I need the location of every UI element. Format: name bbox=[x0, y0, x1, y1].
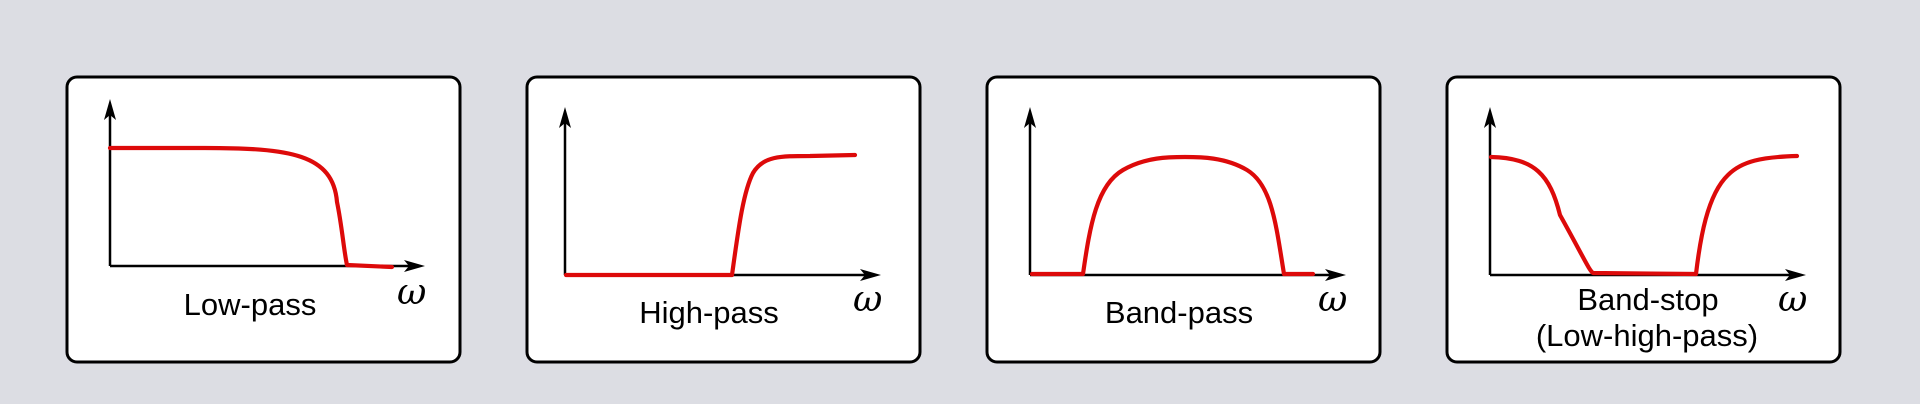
x-axis-arrowhead bbox=[860, 269, 881, 281]
response-curve bbox=[1488, 153, 1800, 277]
y-axis bbox=[1484, 107, 1496, 275]
panel-frame bbox=[525, 75, 922, 364]
response-curve bbox=[1029, 154, 1316, 277]
panel-band-pass: ω Band-pass bbox=[985, 75, 1382, 364]
omega-symbol: ω bbox=[397, 272, 426, 313]
y-axis bbox=[1024, 107, 1036, 275]
y-axis bbox=[104, 99, 116, 266]
x-axis-arrowhead bbox=[404, 260, 425, 272]
panel-high-pass: ω High-pass bbox=[525, 75, 922, 364]
panel-label: Low-pass bbox=[184, 287, 317, 322]
panel-frame bbox=[985, 75, 1382, 364]
y-axis bbox=[559, 107, 571, 275]
response-curve bbox=[107, 145, 395, 270]
y-axis-arrowhead bbox=[1024, 107, 1036, 128]
panel-label: Band-pass bbox=[1105, 295, 1253, 330]
panel-label-line-2: (Low-high-pass) bbox=[1536, 318, 1758, 353]
omega-symbol: ω bbox=[1778, 279, 1807, 320]
omega-symbol: ω bbox=[853, 279, 882, 320]
panel-frame bbox=[1445, 75, 1842, 364]
y-axis-arrowhead bbox=[559, 107, 571, 128]
y-axis-arrowhead bbox=[104, 99, 116, 120]
panel-low-pass: ω Low-pass bbox=[65, 75, 462, 364]
x-axis-arrowhead bbox=[1785, 269, 1806, 281]
omega-symbol: ω bbox=[1318, 279, 1347, 320]
panel-band-stop: ω Band-stop (Low-high-pass) bbox=[1445, 75, 1842, 364]
response-curve bbox=[563, 152, 858, 278]
panel-label: High-pass bbox=[639, 295, 779, 330]
panel-label-line-1: Band-stop bbox=[1577, 282, 1718, 317]
x-axis-arrowhead bbox=[1325, 269, 1346, 281]
y-axis-arrowhead bbox=[1484, 107, 1496, 128]
